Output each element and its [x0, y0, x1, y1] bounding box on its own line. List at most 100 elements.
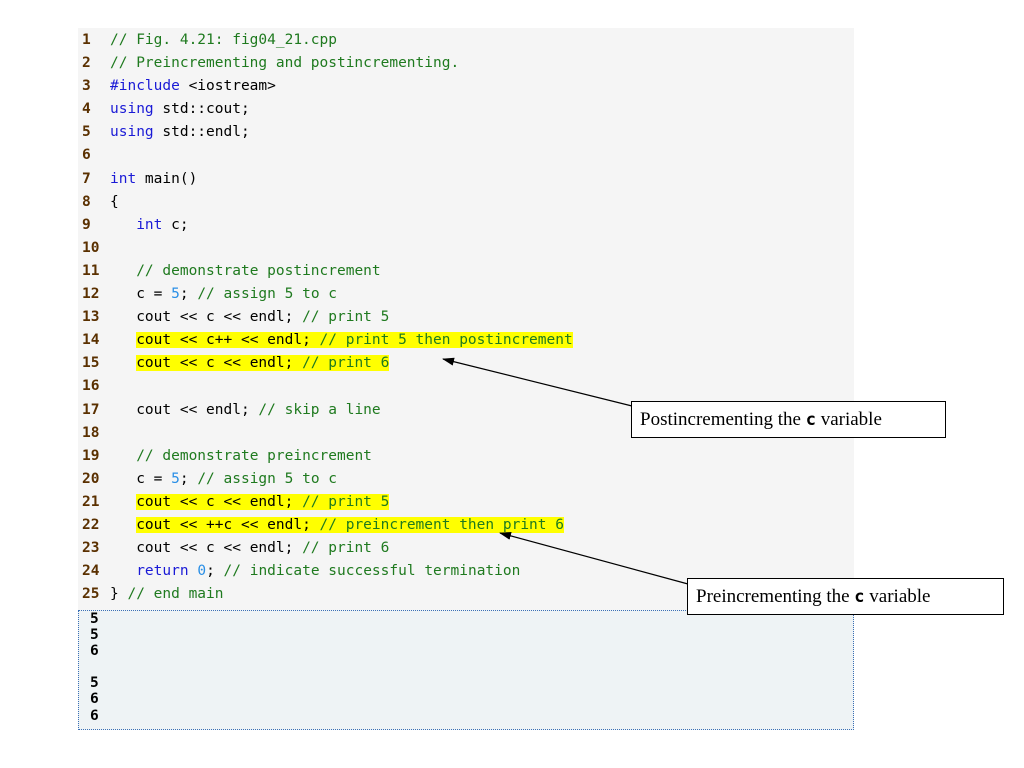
program-output-panel — [78, 610, 854, 730]
code-token: { — [110, 193, 119, 210]
code-comment: // indicate successful termination — [223, 563, 521, 580]
line-number: 11 — [82, 262, 100, 279]
code-body: using std::endl; — [110, 124, 250, 140]
code-number: 5 — [171, 470, 180, 487]
code-text: { — [110, 191, 119, 214]
code-token: std::cout; — [153, 101, 250, 118]
code-indent — [110, 563, 136, 579]
code-text: // demonstrate preincrement — [110, 445, 372, 468]
line-number: 19 — [82, 447, 100, 464]
code-text: c = 5; // assign 5 to c — [110, 468, 337, 491]
code-text: } // end main — [110, 583, 224, 606]
line-number: 3 — [82, 78, 91, 95]
code-indent — [110, 309, 136, 325]
code-token: cout << ++c << endl; — [136, 516, 320, 533]
highlighted-code: cout << c << endl; // print 5 — [136, 493, 390, 510]
line-number: 16 — [82, 378, 100, 395]
line-number: 7 — [82, 170, 91, 187]
code-keyword: using — [110, 101, 154, 118]
highlighted-code: cout << ++c << endl; // preincrement the… — [136, 516, 564, 533]
line-number: 1 — [82, 32, 91, 48]
code-text: c = 5; // assign 5 to c — [110, 283, 337, 306]
code-text: using std::cout; — [110, 98, 250, 121]
code-body: int c; — [136, 217, 188, 233]
code-indent — [110, 517, 136, 533]
code-token: cout << c << endl; — [136, 540, 303, 557]
code-comment: // end main — [127, 586, 224, 603]
line-number: 15 — [82, 355, 100, 372]
code-text: cout << c++ << endl; // print 5 then pos… — [110, 329, 573, 352]
code-number: 5 — [171, 286, 180, 303]
code-token: c = — [136, 286, 172, 303]
line-number: 21 — [82, 493, 100, 510]
code-comment: // assign 5 to c — [197, 470, 338, 487]
code-indent — [110, 355, 136, 371]
code-indent — [110, 494, 136, 510]
code-keyword: int — [136, 216, 163, 233]
code-body: } // end main — [110, 586, 224, 602]
code-text: // demonstrate postincrement — [110, 260, 381, 283]
code-text: using std::endl; — [110, 121, 250, 144]
line-number: 8 — [82, 193, 91, 210]
code-keyword: #include — [110, 78, 180, 95]
line-number: 14 — [82, 332, 100, 349]
line-number: 2 — [82, 55, 91, 72]
code-token: ; — [206, 563, 224, 580]
code-token: cout << c++ << endl; — [136, 332, 320, 349]
callout-text: Preincrementing the — [696, 586, 855, 607]
callout-text: variable — [815, 409, 882, 430]
code-text: // Preincrementing and postincrementing. — [110, 52, 459, 75]
code-token: c; — [162, 216, 189, 233]
postincrement-callout: Postincrementing the c variable — [631, 401, 946, 438]
code-body: #include <iostream> — [110, 78, 276, 94]
code-comment: // assign 5 to c — [197, 286, 338, 303]
callout-code: c — [854, 587, 865, 607]
code-text: cout << c << endl; // print 6 — [110, 352, 390, 375]
line-number: 18 — [82, 424, 100, 441]
code-comment: // demonstrate preincrement — [136, 447, 372, 464]
code-comment: // preincrement then print 6 — [319, 516, 564, 533]
code-body: cout << endl; // skip a line — [136, 402, 380, 418]
code-keyword: using — [110, 124, 154, 141]
code-keyword: int — [110, 170, 137, 187]
output-line: 6 — [90, 707, 99, 724]
line-number: 13 — [82, 309, 100, 326]
code-body: // demonstrate preincrement — [136, 448, 372, 464]
line-number: 5 — [82, 124, 91, 141]
code-text: int main() — [110, 168, 197, 191]
highlighted-code: cout << c++ << endl; // print 5 then pos… — [136, 332, 573, 349]
code-comment: // skip a line — [258, 401, 381, 418]
code-comment: // print 5 then postincrement — [319, 332, 573, 349]
output-line: 5 — [90, 675, 99, 692]
callout-text: variable — [864, 586, 931, 607]
code-token: cout << c << endl; — [136, 493, 303, 510]
code-body: cout << c << endl; // print 5 — [136, 309, 389, 325]
code-indent — [110, 402, 136, 418]
callout-text: Postincrementing the — [640, 409, 806, 430]
output-line: 5 — [90, 611, 99, 627]
code-token: ; — [179, 286, 198, 303]
code-indent — [110, 263, 136, 279]
line-number: 23 — [82, 540, 100, 557]
code-comment: // demonstrate postincrement — [136, 262, 381, 279]
line-number: 20 — [82, 470, 100, 487]
line-number: 17 — [82, 401, 100, 418]
code-token: cout << endl; — [136, 401, 259, 418]
code-indent — [110, 217, 136, 233]
code-token: <iostream> — [179, 78, 276, 95]
code-text: cout << endl; // skip a line — [110, 399, 380, 422]
code-body: c = 5; // assign 5 to c — [136, 286, 337, 302]
line-number: 6 — [82, 147, 91, 164]
code-token: cout << c << endl; — [136, 309, 303, 326]
highlighted-code: cout << c << endl; // print 6 — [136, 355, 390, 372]
code-token: c = — [136, 470, 172, 487]
code-body: using std::cout; — [110, 101, 250, 117]
code-comment: // Preincrementing and postincrementing. — [110, 55, 460, 72]
callout-code: c — [805, 410, 816, 430]
line-number: 22 — [82, 516, 100, 533]
code-keyword: return — [136, 563, 189, 580]
line-number: 9 — [82, 216, 91, 233]
code-indent — [110, 286, 136, 302]
code-listing-panel — [78, 28, 854, 610]
